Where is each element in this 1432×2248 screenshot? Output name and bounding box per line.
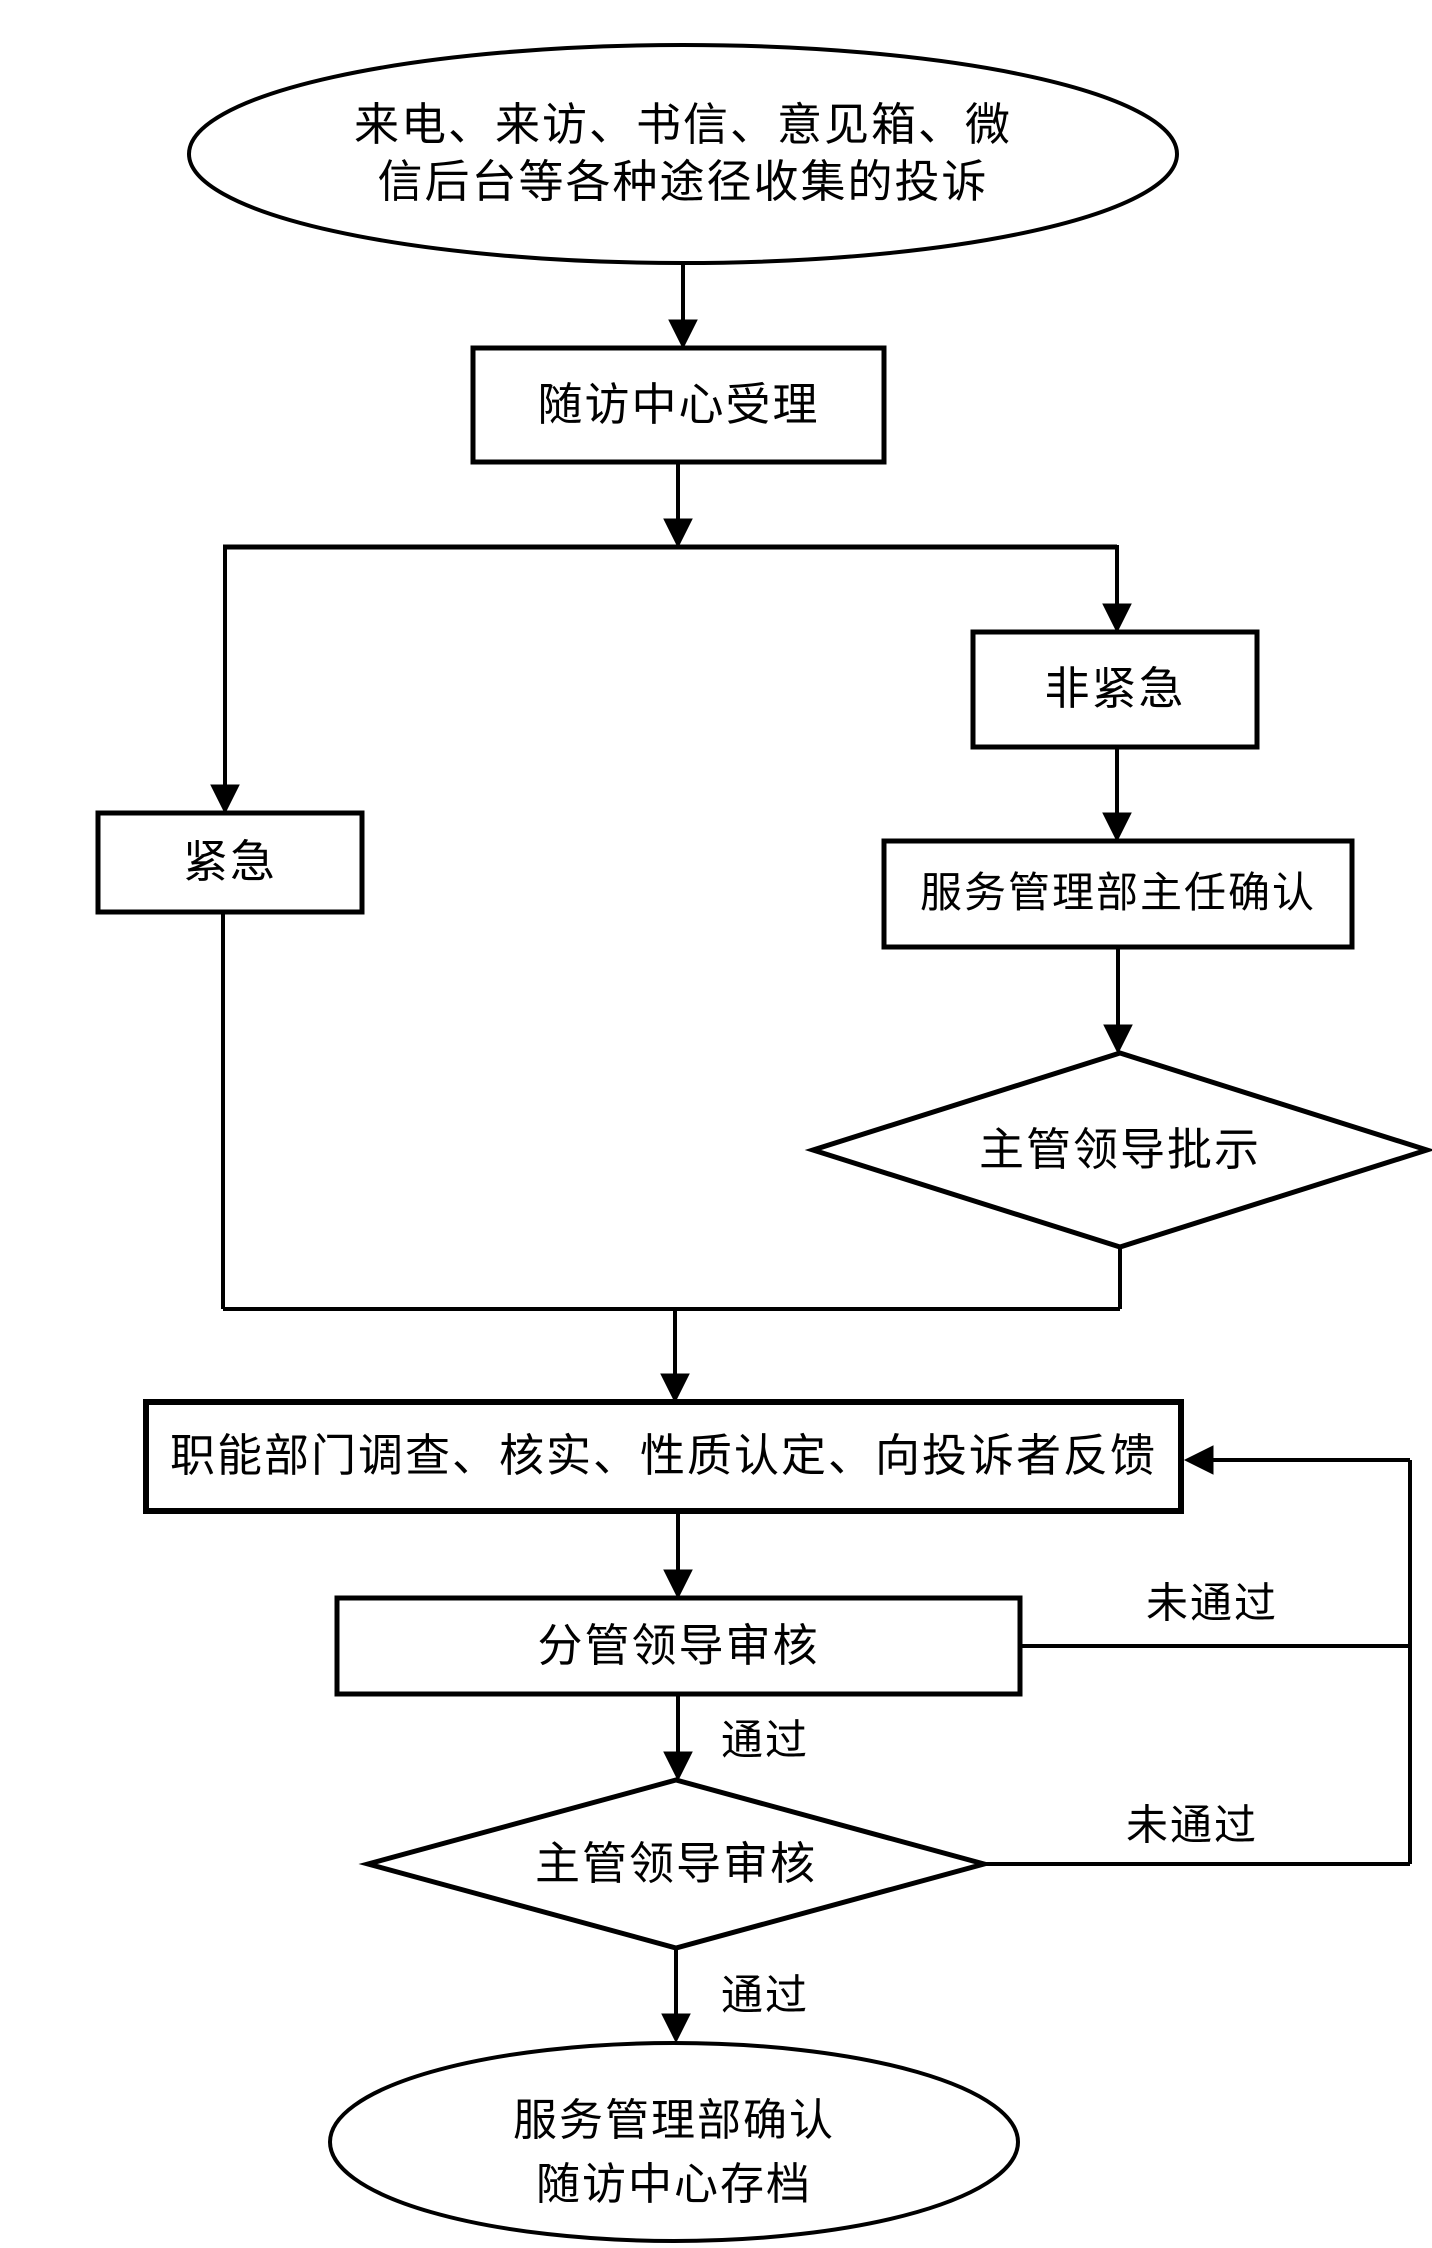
edge-investigate-to-deputy [663, 1511, 693, 1600]
non-urgent-box-shape [970, 629, 1260, 750]
archive-node-label: 服务管理部确认 随访中心存档 [374, 2088, 974, 2218]
investigate-box-shape [143, 1399, 1184, 1514]
receive-node-label: 随访中心受理 [537, 379, 820, 430]
source-line-2: 信后台等各种途径收集的投诉 [377, 157, 989, 207]
director-confirm-node-label: 服务管理部主任确认 [919, 870, 1316, 917]
chief-review-diamond-shape [358, 1777, 994, 1951]
investigate-node-label: 职能部门调查、核实、性质认定、向投诉者反馈 [169, 1431, 1157, 1482]
edge-non-urgent-to-director [1102, 747, 1132, 843]
arrowhead-down-icon [1103, 1024, 1133, 1055]
urgent-box-shape [95, 810, 365, 915]
edge-merge-to-investigate [660, 1309, 690, 1404]
non-urgent-node-label: 非紧急 [1044, 664, 1186, 715]
deputy-review-box-shape [334, 1595, 1023, 1697]
arrowhead-down-icon [1102, 603, 1132, 634]
director-confirm-box-shape [881, 838, 1355, 950]
arrowhead-down-icon [660, 1373, 690, 1404]
archive-line-1: 服务管理部确认 [513, 2096, 835, 2145]
source-line-1: 来电、来访、书信、意见箱、微 [353, 100, 1012, 150]
pass-label-2: 通过 [720, 1973, 810, 2020]
fail-label-1: 未通过 [1145, 1581, 1279, 1628]
edge-split-to-non-urgent [1102, 545, 1132, 634]
arrowhead-down-icon [661, 2013, 691, 2044]
urgent-node-label: 紧急 [182, 837, 277, 888]
fail-label-2: 未通过 [1125, 1803, 1259, 1850]
arrowhead-down-icon [668, 319, 698, 350]
archive-ellipse-shape [328, 2041, 1020, 2243]
edge-receive-to-split [663, 462, 693, 549]
source-ellipse-shape [187, 43, 1179, 265]
leader-approval-node-label: 主管领导批示 [978, 1124, 1261, 1175]
edge-deputy-to-chief-pass [663, 1694, 693, 1782]
arrowhead-down-icon [663, 1751, 693, 1782]
edge-split-to-urgent [210, 545, 240, 815]
pass-label-1: 通过 [720, 1718, 810, 1765]
chief-review-node-label: 主管领导审核 [534, 1838, 817, 1889]
arrowhead-down-icon [210, 784, 240, 815]
receive-box-shape [470, 345, 887, 465]
edge-feedback-into-investigate [1183, 1445, 1410, 1475]
archive-line-2: 随访中心存档 [536, 2160, 812, 2209]
leader-approval-diamond-shape [804, 1050, 1432, 1250]
arrowhead-down-icon [663, 1569, 693, 1600]
deputy-review-node-label: 分管领导审核 [537, 1620, 820, 1671]
arrowhead-down-icon [1102, 812, 1132, 843]
source-node-label: 来电、来访、书信、意见箱、微 信后台等各种途径收集的投诉 [233, 96, 1133, 212]
arrowhead-left-icon [1183, 1445, 1214, 1475]
arrowhead-down-icon [663, 518, 693, 549]
edge-source-to-receive [668, 263, 698, 350]
edge-chief-to-archive-pass [661, 1948, 691, 2044]
edge-director-to-leader-approval [1103, 947, 1133, 1055]
